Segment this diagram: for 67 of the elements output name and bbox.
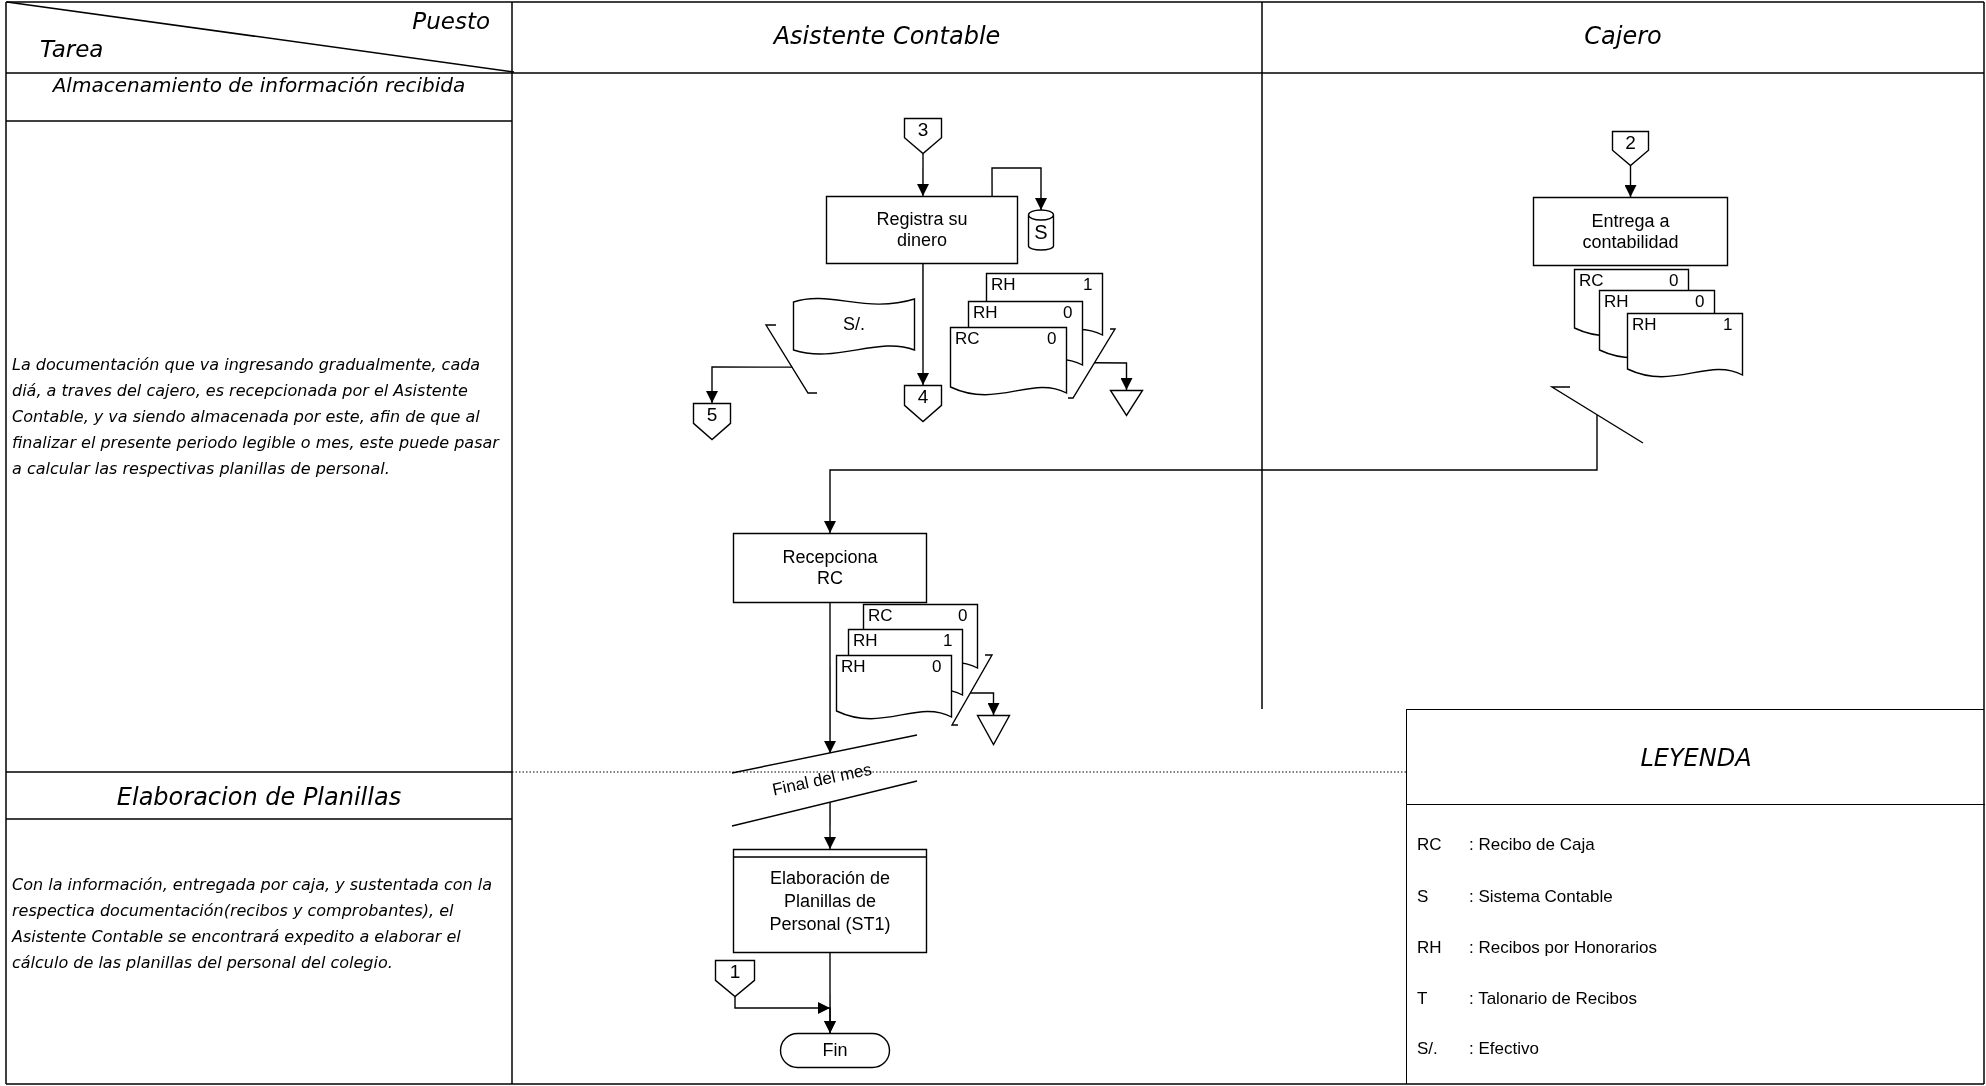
document-number: 0 [932,656,942,677]
document-code: RC [1579,270,1604,291]
off-page-connector [904,385,942,422]
document-code: RH [841,656,866,677]
description-text: La documentación que va ingresando gradualmente, cada diá, a traves del cajero, es recepcionada por el Asistente Contable, y va siendo almacenada por este, afin de que al finalizar el presente periodo legible o mes, este puede pasar a calcular las respectivas planillas de personal. [12,354,501,480]
column-header: Puesto [411,7,490,36]
node-text: Registra su dinero [875,208,969,252]
document-number: 1 [1723,314,1733,335]
node-text: 4 [916,386,930,407]
legend-abbreviation: T [1417,988,1429,1010]
process-box [733,533,927,603]
off-page-connector [715,960,755,997]
document-code: RH [853,630,878,651]
column-header: Cajero [1583,21,1663,52]
legend-definition: : Recibo de Caja [1469,834,1596,856]
node-text: 3 [916,119,930,140]
node-text: 5 [705,404,719,425]
legend-definition: : Recibos por Honorarios [1469,937,1659,959]
document-number: 0 [1695,291,1705,312]
legend-title: LEYENDA [1639,743,1753,774]
row-header: Elaboracion de Planillas [115,782,403,813]
process-box [1533,197,1728,266]
node-text: S/. [842,314,866,335]
row-header: Almacenamiento de información recibida [51,74,467,96]
document-code: RH [973,302,998,323]
node-text: Elaboración de Planillas de Personal (ST1) [768,867,892,936]
database-cylinder [1028,210,1054,250]
document-number: 0 [958,605,968,626]
manual-input-shape [732,733,917,828]
document-number: 0 [1047,328,1057,349]
off-page-connector [693,403,731,440]
document-number: 1 [943,630,953,651]
node-text: Fin [821,1039,849,1062]
node-text: 1 [728,961,742,982]
document-code: RC [955,328,980,349]
terminator-pill [780,1033,890,1068]
legend-abbreviation: RC [1417,834,1443,856]
legend-definition: : Sistema Contable [1469,886,1614,908]
column-header: Asistente Contable [771,21,1002,52]
archive-symbol [948,652,996,728]
off-page-connector [1612,131,1649,166]
legend-abbreviation: S [1417,886,1430,908]
legend-definition: : Talonario de Recibos [1469,988,1638,1010]
archive-triangle [977,715,1010,745]
document-code: RH [1604,291,1629,312]
process-box [826,196,1018,264]
node-text: S [1033,222,1049,243]
legend-abbreviation: RH [1417,937,1443,959]
document-code: RH [1632,314,1657,335]
subprocess-box [733,849,927,953]
legend-abbreviation: S/. [1417,1038,1439,1060]
off-page-connector [904,118,942,154]
legend-definition: : Efectivo [1469,1038,1540,1060]
description-text: Con la información, entregada por caja, y sustentada con la respectica documentación(recibos y comprobantes), el Asistente Contable se encontrará expedito a elaborar el cálculo de las planillas del personal del colegio. [12,874,492,974]
document-number: 0 [1669,270,1679,291]
node-text: Entrega a contabilidad [1581,209,1680,254]
document-number: 0 [1063,302,1073,323]
node-text: Final del mes [769,758,875,802]
document-code: RH [991,274,1016,295]
punched-tape-shape [793,296,915,358]
row-header: Tarea [40,35,105,64]
document-code: RC [868,605,893,626]
node-text: 2 [1624,132,1637,153]
node-text: Recepciona RC [781,546,879,590]
archive-symbol [762,322,820,396]
archive-triangle [1110,390,1143,416]
document-number: 1 [1083,274,1093,295]
